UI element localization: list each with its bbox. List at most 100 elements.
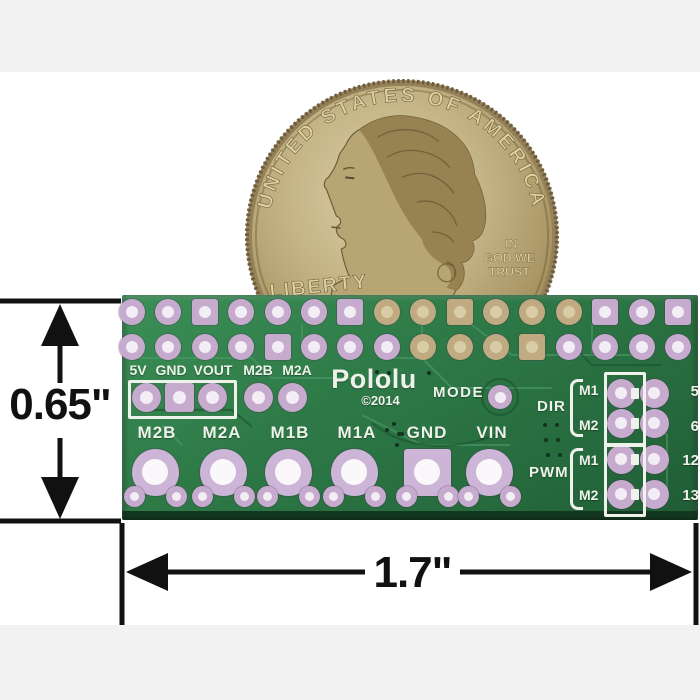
pad-hole [380,341,393,353]
via-dot [555,423,559,427]
pad-hole [210,459,236,485]
pad-hole [615,453,627,465]
pad-hole [162,306,175,318]
through-hole-pad [131,382,161,412]
pad-hole [380,306,393,318]
washington-portrait [323,115,487,310]
through-hole-pad [519,299,546,325]
pad-hole [285,390,299,404]
pad-hole [308,306,320,318]
terminal-pad-small [298,485,320,507]
mode-pad [488,385,512,409]
through-hole-pad [337,334,364,360]
terminal-pad-small [457,485,479,507]
pad-hole [599,306,612,318]
pwm-pins-outline [604,443,646,517]
pwm-m1-label: M1 [579,452,599,468]
dir-pwm-pad [606,378,636,408]
through-hole-pad [164,382,194,412]
pwm-m2-label: M2 [579,487,599,503]
terminal-label-m1a: M1A [337,423,377,442]
terminal-label-m2a: M2A [202,423,242,442]
terminal-pad-small [256,485,278,507]
through-hole-pad [555,334,582,360]
via-dot [397,432,401,436]
pad-hole [648,453,660,465]
through-hole-pad [119,334,145,360]
pwm-label: PWM [529,464,569,481]
pad-hole [490,341,502,353]
dir-pins-outline [604,372,646,447]
pad-hole [672,341,684,353]
pad-hole [198,306,211,318]
pad-hole [476,459,502,485]
through-hole-pad [337,299,364,325]
pad-hole [417,341,430,353]
pad-hole [414,459,440,485]
pad-hole [251,390,265,404]
via-dot [556,438,560,442]
coin-motto: IN GOD WE TRUST [483,237,535,279]
pad-connector-mark [631,388,639,399]
pad-connector-mark [631,489,639,500]
via-dot [558,453,562,457]
terminal-label-gnd: GND [406,423,448,442]
pad-hole [635,306,648,318]
through-hole-pad [373,299,400,325]
pad-hole [304,491,314,501]
through-hole-pad [628,299,655,325]
pad-hole [453,306,466,318]
terminal-pad-small [165,485,187,507]
pad-hole [235,341,248,353]
via-dot [392,422,396,426]
pad-hole [417,306,430,318]
through-hole-pad [228,299,255,325]
dir-m1-label: M1 [579,382,599,398]
terminal-pad-small [364,485,386,507]
via-dot [544,438,548,442]
through-hole-pad [264,334,291,360]
dir-bracket [570,379,583,437]
pad-hole [562,341,575,353]
through-hole-pad [264,299,291,325]
pad-hole [142,459,168,485]
svg-text:TRUST: TRUST [489,265,531,279]
through-hole-pad [301,334,327,360]
pad-hole [162,341,175,353]
through-hole-pad [277,382,307,412]
pad-hole [494,391,506,403]
through-hole-pad [483,334,509,360]
through-hole-pad [665,334,691,360]
through-hole-pad [155,299,182,325]
via-dot [400,432,404,436]
terminal-pad-small [437,485,459,507]
through-hole-pad [446,334,473,360]
eye [345,176,355,180]
through-hole-pad [410,299,437,325]
pad-connector-mark [631,454,639,465]
terminal-pad-small [191,485,213,507]
pad-hole [328,491,338,501]
pad-hole [463,491,473,501]
pad-hole [139,390,153,404]
via-dot [543,423,547,427]
pcb-board: 5V GND VOUT M2B M2A Pololu ©2014 MODE DI… [119,295,699,520]
pad-hole [526,341,539,353]
through-hole-pad [373,334,400,360]
pin-label-vout: VOUT [193,362,233,378]
via-dot [395,443,399,447]
terminal-pad-small [322,485,344,507]
through-hole-pad [155,334,182,360]
through-hole-pad [410,334,437,360]
pad-hole [172,390,186,404]
terminal-label-m1b: M1B [270,423,310,442]
pad-hole [453,341,466,353]
pad-hole [490,306,502,318]
through-hole-pad [628,334,655,360]
pad-hole [271,306,284,318]
copyright-year: ©2014 [361,393,400,408]
terminal-pad-small [123,485,145,507]
pad-hole [235,306,248,318]
mode-label: MODE [433,384,484,401]
